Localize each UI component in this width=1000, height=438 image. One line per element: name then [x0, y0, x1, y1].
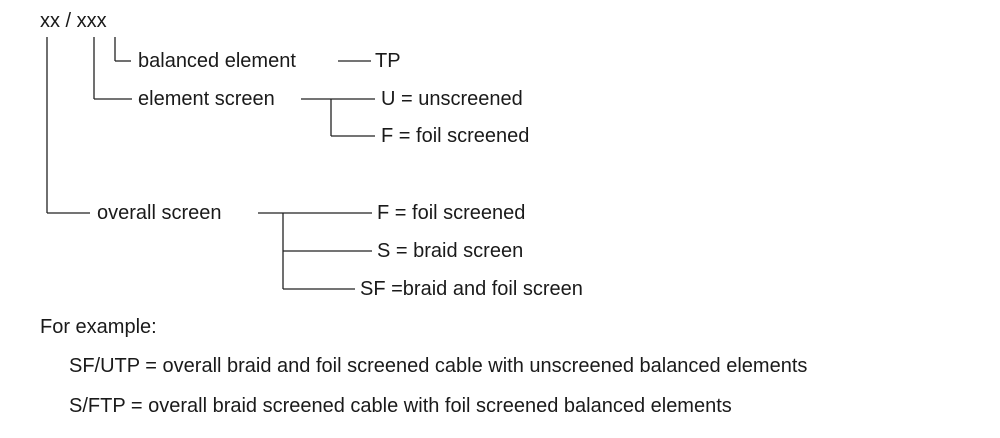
overall-screen-option: S = braid screen	[377, 240, 524, 262]
examples-heading: For example:	[40, 316, 157, 338]
element-screen-label: element screen	[138, 88, 275, 110]
example-item: SF/UTP = overall braid and foil screened…	[69, 355, 808, 377]
balanced-element-label: balanced element	[138, 50, 296, 72]
example-item: S/FTP = overall braid screened cable wit…	[69, 395, 732, 417]
balanced-element-value: TP	[375, 50, 401, 72]
designation-header: xx / xxx	[40, 10, 107, 32]
overall-screen-label: overall screen	[97, 202, 222, 224]
element-screen-option: F = foil screened	[381, 125, 530, 147]
overall-screen-option: SF =braid and foil screen	[360, 278, 583, 300]
element-screen-option: U = unscreened	[381, 88, 523, 110]
overall-screen-option: F = foil screened	[377, 202, 526, 224]
